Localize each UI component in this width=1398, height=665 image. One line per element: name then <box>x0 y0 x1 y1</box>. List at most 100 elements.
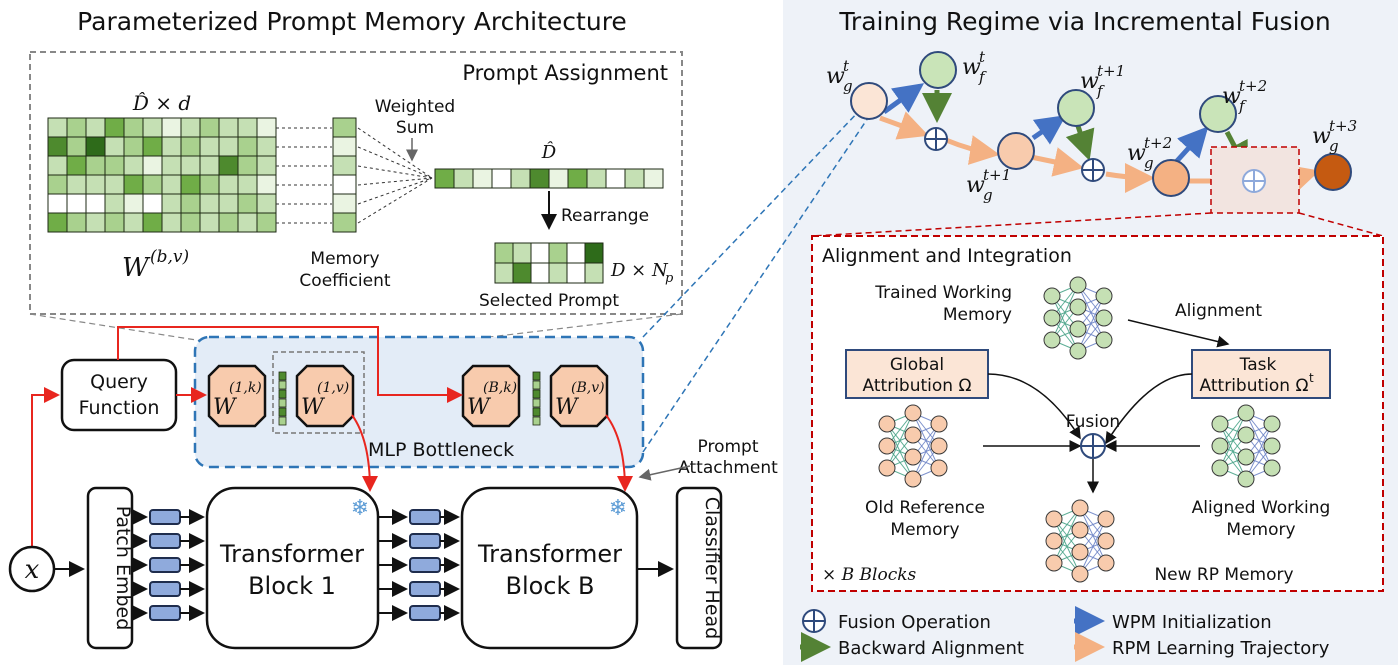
nn-node <box>1071 521 1089 539</box>
node-wg-t <box>850 82 888 120</box>
vector-cell <box>453 168 474 189</box>
weighted-sum-label-2: Sum <box>396 118 434 138</box>
weight-sup: (B,v) <box>571 380 605 396</box>
nn-node <box>1045 554 1063 572</box>
nn-node <box>1211 415 1229 433</box>
weight-block <box>461 364 521 428</box>
matrix-cell <box>256 155 277 176</box>
selected-prompt-cell <box>566 262 586 284</box>
memory-coefficient-label-1: Memory <box>310 249 379 269</box>
matrix-cell <box>142 155 163 176</box>
matrix-cell <box>237 193 258 214</box>
vector-cell <box>605 168 626 189</box>
bottleneck-cell <box>278 416 287 426</box>
node-label-sub: g <box>1144 154 1154 172</box>
matrix-cell <box>85 155 106 176</box>
matrix-cell <box>256 212 277 233</box>
matrix-dim-label: D̂ × d <box>132 91 191 115</box>
matrix-cell <box>123 212 144 233</box>
matrix-cell <box>85 193 106 214</box>
vector-cell <box>548 168 569 189</box>
node-wg-t2 <box>1152 159 1190 197</box>
selected-prompt-label: Selected Prompt <box>479 291 619 311</box>
alignment-title: Alignment and Integration <box>822 245 1072 267</box>
weight-symbol: W <box>555 395 580 420</box>
matrix-cell <box>66 155 87 176</box>
selected-dim-sub: p <box>665 271 674 286</box>
node-label-base: w <box>1127 141 1146 166</box>
nn-node <box>1043 287 1061 305</box>
nn-node <box>1097 554 1115 572</box>
vector-cell <box>529 168 550 189</box>
selected-prompt-cell <box>548 262 568 284</box>
selected-prompt-cell <box>584 242 604 264</box>
node-label-sub: g <box>1329 137 1339 155</box>
nn-node <box>904 470 922 488</box>
frozen-icon: ❄ <box>609 496 627 521</box>
token <box>409 557 441 573</box>
vector-cell <box>472 168 493 189</box>
fusion-arrows <box>983 373 1200 494</box>
matrix-cell <box>104 212 125 233</box>
selected-layer-frame <box>272 351 365 434</box>
coef-cell <box>332 193 357 214</box>
bottleneck-cell <box>532 371 541 381</box>
nn-node <box>1069 276 1087 294</box>
matrix-cell <box>123 193 144 214</box>
prompt-attachment-label-1: Prompt <box>698 437 759 457</box>
matrix-cell <box>161 193 182 214</box>
bottleneck-cell <box>532 389 541 399</box>
token <box>409 581 441 597</box>
selected-prompt-matrix <box>494 242 604 284</box>
matrix-cell <box>199 174 220 195</box>
node-wg-t3 <box>1314 153 1352 191</box>
vector-cell <box>567 168 588 189</box>
matrix-cell <box>142 193 163 214</box>
legend-rpm-label: RPM Learning Trajectory <box>1112 638 1330 659</box>
matrix-cell <box>142 212 163 233</box>
block1-label-2: Block 1 <box>248 572 336 600</box>
node-label-sup: t <box>843 57 850 75</box>
weight-matrix <box>47 117 277 233</box>
fusion-label: Fusion <box>1066 412 1120 432</box>
alignment-label: Alignment <box>1175 301 1262 321</box>
nn-node <box>904 448 922 466</box>
new-rp-label: New RP Memory <box>1154 565 1293 585</box>
matrix-cell <box>104 136 125 157</box>
block1-label-1: Transformer <box>219 540 364 568</box>
matrix-cell <box>161 136 182 157</box>
bottleneck-cell <box>532 398 541 408</box>
frozen-icon: ❄ <box>351 496 369 521</box>
matrix-cell <box>256 193 277 214</box>
trained-working-label-1: Trained Working <box>874 283 1012 303</box>
task-attr-label-2: Attribution Ω <box>1200 376 1309 396</box>
memory-coefficient-label-2: Coefficient <box>299 271 390 291</box>
matrix-cell <box>47 212 68 233</box>
node-label-sup: t+3 <box>1329 117 1357 135</box>
token <box>149 557 181 573</box>
node-wf-t <box>919 51 957 89</box>
selected-prompt-cell <box>584 262 604 284</box>
node-label-sub: g <box>983 186 993 204</box>
nn-node <box>1263 459 1281 477</box>
old-reference-label-2: Memory <box>890 520 959 540</box>
vector-cell <box>434 168 455 189</box>
weight-symbol: W <box>213 395 238 420</box>
matrix-cell <box>123 117 144 138</box>
matrix-sup: (b,v) <box>150 247 189 267</box>
rearrange-label: Rearrange <box>561 206 649 226</box>
node-label-sub: g <box>843 77 853 95</box>
matrix-cell <box>218 174 239 195</box>
prompt-assignment-box <box>29 51 683 315</box>
matrix-cell <box>161 155 182 176</box>
nn-node <box>1237 404 1255 422</box>
vector-cell <box>586 168 607 189</box>
matrix-cell <box>85 174 106 195</box>
matrix-cell <box>218 136 239 157</box>
vector-cell <box>510 168 531 189</box>
nn-node <box>904 404 922 422</box>
nn-node <box>1071 499 1089 517</box>
nn-node <box>1263 415 1281 433</box>
